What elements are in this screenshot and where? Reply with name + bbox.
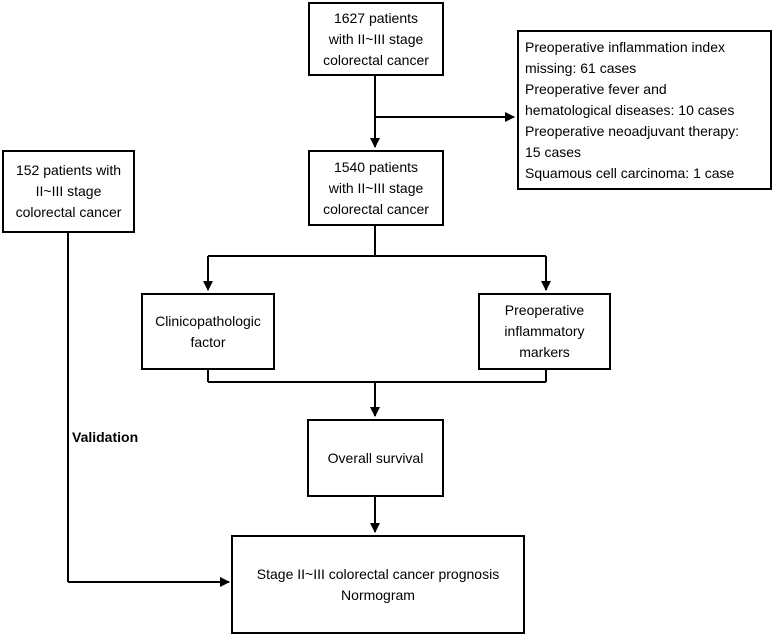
inflammatory-markers-box: Preoperative inflammatory markers	[478, 293, 611, 370]
exclusion-line-1: Preoperative inflammation index	[525, 38, 725, 55]
clinicopathologic-factor-box: Clinicopathologic factor	[141, 293, 275, 370]
final-cohort-line-3: colorectal cancer	[323, 200, 429, 217]
initial-cohort-line-3: colorectal cancer	[323, 51, 429, 68]
exclusion-line-2: missing: 61 cases	[525, 59, 637, 76]
validation-cohort-line-3: colorectal cancer	[15, 204, 122, 220]
exclusion-line-6: 15 cases	[525, 143, 582, 160]
exclusion-line-5: Preoperative neoadjuvant therapy:	[525, 122, 740, 139]
validation-cohort-box: 152 patients with II~III stage colorecta…	[2, 150, 135, 233]
validation-cohort-line-2: II~III stage	[35, 183, 102, 199]
nomogram-box: Stage II~III colorectal cancer prognosis…	[231, 535, 525, 634]
exclusion-line-3: Preoperative fever and	[525, 80, 667, 97]
exclusion-criteria-box: Preoperative inflammation index missing:…	[517, 30, 772, 190]
nomogram-line-1: Stage II~III colorectal cancer prognosis	[256, 565, 500, 582]
final-cohort-box: 1540 patients with II~III stage colorect…	[308, 150, 444, 226]
clinicopathologic-line-2: factor	[190, 333, 226, 350]
exclusion-line-4: hematological diseases: 10 cases	[525, 101, 735, 118]
final-cohort-line-1: 1540 patients	[333, 158, 419, 175]
final-cohort-line-2: with II~III stage	[328, 179, 424, 196]
clinicopathologic-line-1: Clinicopathologic	[155, 312, 261, 329]
overall-survival-line-1: Overall survival	[327, 449, 424, 466]
nomogram-line-2: Normogram	[341, 586, 415, 603]
initial-cohort-line-2: with II~III stage	[328, 30, 424, 47]
inflammatory-line-1: Preoperative	[504, 302, 585, 318]
initial-cohort-line-1: 1627 patients	[333, 9, 419, 26]
inflammatory-line-2: inflammatory	[504, 323, 585, 339]
exclusion-line-7: Squamous cell carcinoma: 1 case	[525, 164, 735, 181]
validation-cohort-line-1: 152 patients with	[15, 162, 122, 178]
overall-survival-box: Overall survival	[307, 419, 444, 497]
inflammatory-line-3: markers	[519, 344, 570, 360]
validation-label: Validation	[72, 429, 139, 445]
initial-cohort-box: 1627 patients with II~III stage colorect…	[308, 2, 444, 76]
